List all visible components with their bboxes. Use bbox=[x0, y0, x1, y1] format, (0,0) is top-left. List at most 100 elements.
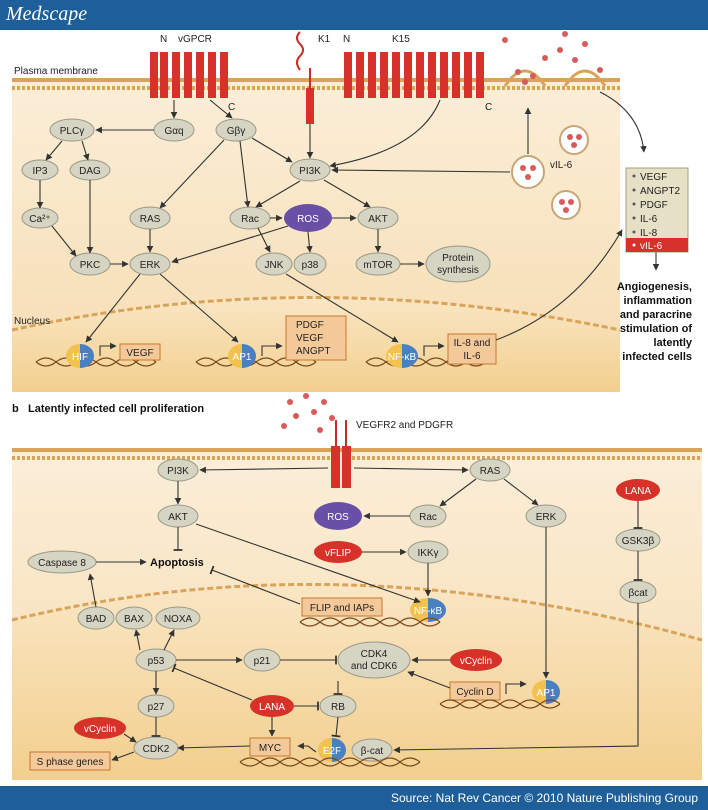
vegfr2-pdgfr-label: VEGFR2 and PDGFR bbox=[356, 420, 453, 431]
svg-text:FLIP and IAPs: FLIP and IAPs bbox=[310, 603, 374, 614]
node-nfkb-a[interactable]: NF-κB bbox=[386, 344, 418, 368]
node-ros-b[interactable]: ROS bbox=[314, 502, 362, 530]
k15-n-label: N bbox=[343, 34, 350, 45]
arrows-b bbox=[87, 466, 643, 762]
svg-text:NF-κB: NF-κB bbox=[388, 352, 417, 363]
svg-text:stimulation of: stimulation of bbox=[620, 323, 692, 335]
node-erk-b[interactable]: ERK bbox=[525, 504, 567, 528]
node-rac-b[interactable]: Rac bbox=[409, 504, 447, 528]
svg-text:PLCγ: PLCγ bbox=[60, 126, 84, 137]
ap1-targets-box[interactable]: PDGF VEGF ANGPT bbox=[285, 315, 347, 361]
svg-text:Cyclin D: Cyclin D bbox=[456, 687, 493, 698]
node-pkc[interactable]: PKC bbox=[69, 252, 111, 276]
svg-text:Protein: Protein bbox=[442, 253, 474, 264]
node-pi3k-a[interactable]: PI3K bbox=[289, 158, 331, 182]
node-ikkg[interactable]: IKKγ bbox=[407, 540, 449, 564]
vegfr2-pdgfr-receptor[interactable] bbox=[331, 420, 351, 488]
source-footer: Source: Nat Rev Cancer © 2010 Nature Pub… bbox=[0, 786, 708, 810]
plasma-membrane-label: Plasma membrane bbox=[14, 66, 98, 77]
secreted-factors-box[interactable]: VEGF ANGPT2 PDGF IL-6 IL-8 vIL-6 bbox=[625, 167, 689, 253]
svg-text:Rac: Rac bbox=[241, 214, 259, 225]
svg-text:ROS: ROS bbox=[297, 214, 319, 225]
node-ap1-a[interactable]: AP1 bbox=[228, 344, 256, 368]
secreted-3: IL-6 bbox=[640, 214, 658, 225]
cyclind-box[interactable]: Cyclin D bbox=[449, 681, 501, 701]
medscape-header: Medscape bbox=[0, 0, 708, 30]
svg-text:AKT: AKT bbox=[368, 214, 387, 225]
outcome-text: Angiogenesis, inflammation and paracrine… bbox=[617, 281, 693, 363]
svg-text:GSK3β: GSK3β bbox=[622, 536, 655, 547]
node-bad[interactable]: BAD bbox=[77, 606, 115, 630]
node-p21[interactable]: p21 bbox=[243, 648, 281, 672]
node-ros-a[interactable]: ROS bbox=[284, 204, 332, 232]
ap1-target-2: ANGPT bbox=[296, 346, 330, 357]
node-akt-a[interactable]: AKT bbox=[357, 206, 399, 230]
node-ca[interactable]: Ca²⁺ bbox=[21, 207, 59, 229]
node-gsk3b[interactable]: GSK3β bbox=[615, 528, 661, 552]
k15-receptor[interactable] bbox=[344, 52, 484, 98]
svg-text:AP1: AP1 bbox=[537, 688, 556, 699]
svg-text:Gαq: Gαq bbox=[164, 126, 183, 137]
node-p53[interactable]: p53 bbox=[135, 648, 177, 672]
panel-b: b Latently infected cell proliferation V… bbox=[11, 393, 703, 780]
node-nfkb-b[interactable]: NF-κB bbox=[410, 598, 446, 622]
svg-text:ROS: ROS bbox=[327, 512, 349, 523]
svg-text:IP3: IP3 bbox=[32, 166, 47, 177]
node-dag[interactable]: DAG bbox=[69, 159, 111, 181]
node-p27[interactable]: p27 bbox=[137, 694, 175, 718]
k1-receptor[interactable] bbox=[306, 88, 314, 124]
medscape-logo[interactable]: Medscape bbox=[6, 3, 88, 25]
node-vflip[interactable]: vFLIP bbox=[314, 541, 362, 563]
node-mtor[interactable]: mTOR bbox=[355, 252, 401, 276]
svg-text:PI3K: PI3K bbox=[299, 166, 321, 177]
node-lana-1[interactable]: LANA bbox=[616, 479, 660, 501]
node-gaq[interactable]: Gαq bbox=[153, 118, 195, 142]
vegf-box-a[interactable]: VEGF bbox=[119, 343, 161, 361]
node-rb[interactable]: RB bbox=[319, 694, 357, 718]
myc-box[interactable]: MYC bbox=[249, 737, 291, 757]
source-credit: Source: Nat Rev Cancer © 2010 Nature Pub… bbox=[390, 791, 698, 805]
node-erk-a[interactable]: ERK bbox=[129, 252, 171, 276]
flip-iaps-box[interactable]: FLIP and IAPs bbox=[301, 597, 383, 617]
svg-text:NOXA: NOXA bbox=[164, 614, 193, 625]
node-plcg[interactable]: PLCγ bbox=[49, 118, 95, 142]
node-ip3[interactable]: IP3 bbox=[21, 159, 59, 181]
svg-text:and CDK6: and CDK6 bbox=[351, 661, 398, 672]
node-hif[interactable]: HIF bbox=[66, 344, 94, 368]
node-rac-a[interactable]: Rac bbox=[229, 206, 271, 230]
node-ap1-b[interactable]: AP1 bbox=[532, 680, 560, 704]
node-akt-b[interactable]: AKT bbox=[157, 504, 199, 528]
node-jnk[interactable]: JNK bbox=[255, 252, 293, 276]
node-gbg[interactable]: Gβγ bbox=[215, 118, 257, 142]
svg-text:synthesis: synthesis bbox=[437, 265, 479, 276]
svg-text:βcat: βcat bbox=[628, 588, 647, 599]
vgpcr-c-label: C bbox=[228, 102, 235, 113]
node-e2f[interactable]: E2F bbox=[318, 738, 346, 762]
node-noxa[interactable]: NOXA bbox=[155, 606, 201, 630]
node-ras-a[interactable]: RAS bbox=[129, 206, 171, 230]
node-p38[interactable]: p38 bbox=[293, 252, 327, 276]
node-bax[interactable]: BAX bbox=[115, 606, 153, 630]
node-vcyclin-1[interactable]: vCyclin bbox=[450, 649, 502, 671]
node-caspase8[interactable]: Caspase 8 bbox=[27, 550, 97, 574]
node-ras-b[interactable]: RAS bbox=[469, 458, 511, 482]
svg-text:MYC: MYC bbox=[259, 743, 281, 754]
secretory-vesicles bbox=[502, 31, 607, 220]
node-vcyclin-2[interactable]: vCyclin bbox=[74, 717, 126, 739]
nucleus-b bbox=[12, 584, 702, 780]
node-lana-2[interactable]: LANA bbox=[250, 695, 294, 717]
sphase-genes-box[interactable]: S phase genes bbox=[29, 751, 111, 771]
k15-label: K15 bbox=[392, 34, 410, 45]
node-bcat-2[interactable]: β-cat bbox=[351, 738, 393, 762]
node-bcat-1[interactable]: βcat bbox=[619, 580, 657, 604]
node-pi3k-b[interactable]: PI3K bbox=[157, 458, 199, 482]
node-cdk2[interactable]: CDK2 bbox=[133, 736, 179, 760]
vgpcr-receptor[interactable] bbox=[150, 52, 228, 98]
il8-il6-box[interactable]: IL-8 and IL-6 bbox=[447, 333, 497, 365]
svg-text:inflammation: inflammation bbox=[624, 295, 693, 307]
dna-strands-a bbox=[35, 357, 487, 367]
svg-text:p53: p53 bbox=[148, 656, 165, 667]
